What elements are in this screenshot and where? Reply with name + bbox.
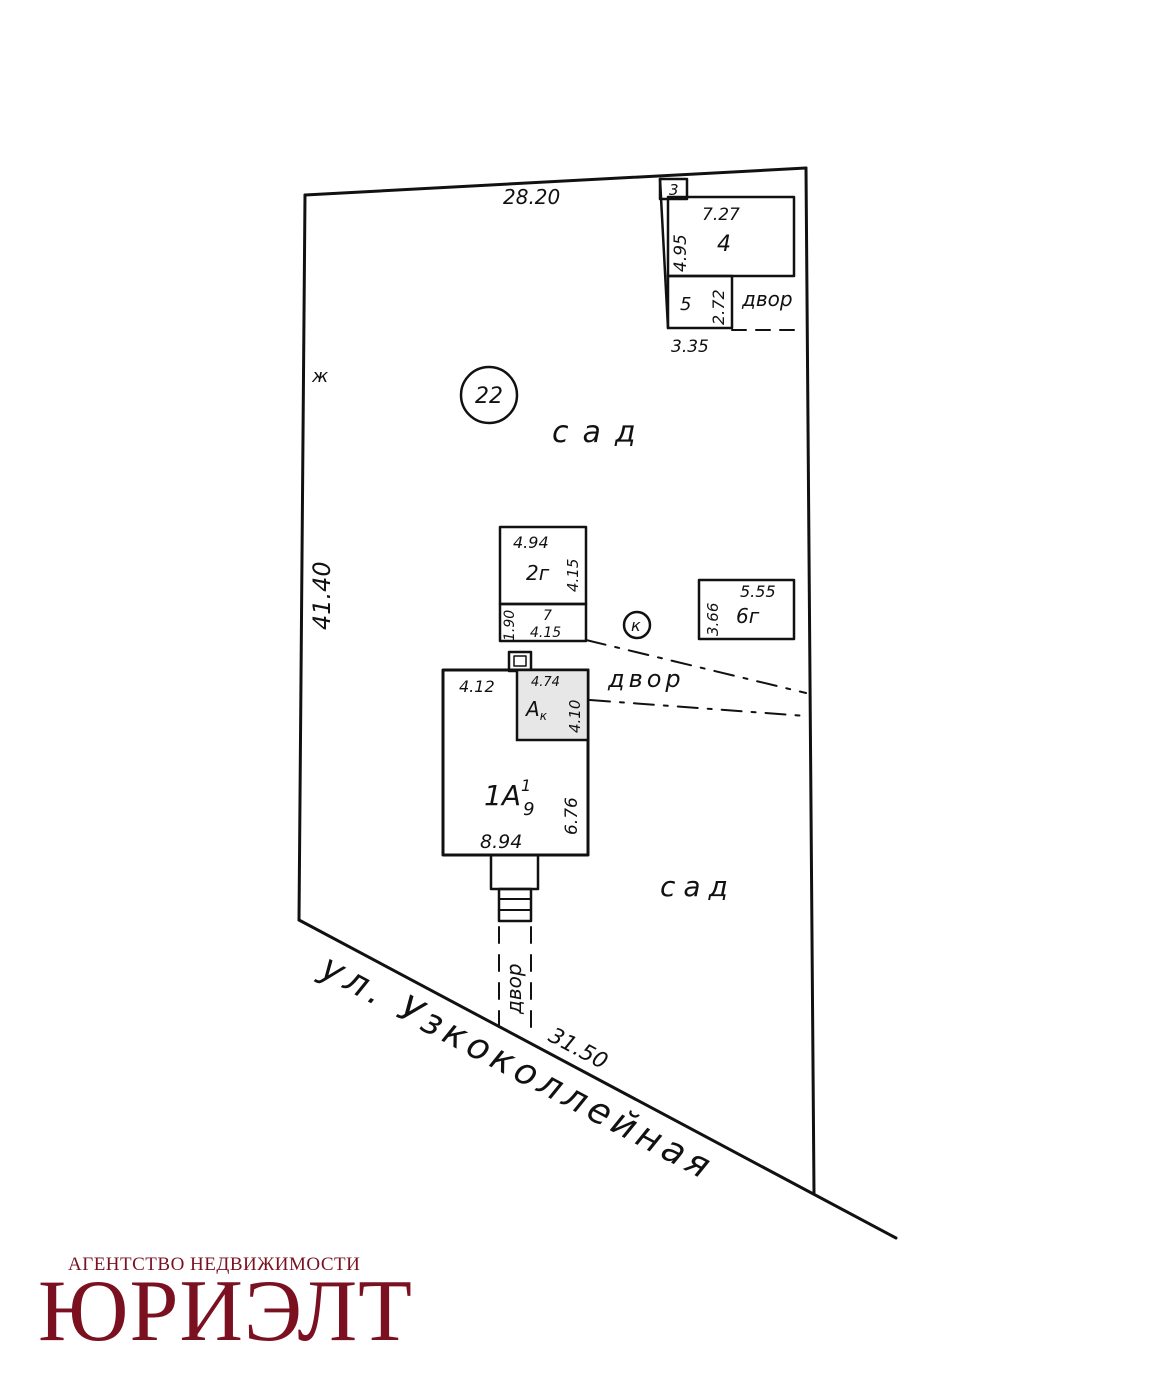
building-3-label: 3 — [669, 181, 679, 199]
lot-number: 22 — [475, 384, 503, 409]
lot-boundary — [297, 166, 816, 1195]
building-4-width: 7.27 — [702, 205, 740, 225]
building-7-height: 1.90 — [502, 610, 518, 641]
brand-logo: ЮРИЭЛТ — [38, 1263, 413, 1360]
entrance-steps — [489, 853, 540, 923]
driveway-dashes — [498, 926, 532, 1036]
building-6g — [697, 578, 796, 641]
building-7 — [498, 602, 588, 643]
house-bottom-width: 8.94 — [480, 831, 522, 853]
boundary-top-label: 28.20 — [503, 185, 560, 209]
building-5-height: 2.72 — [709, 289, 728, 325]
building-5-label: 5 — [680, 294, 691, 315]
house-top-width: 4.12 — [459, 677, 495, 696]
building-7-width: 4.15 — [530, 625, 561, 641]
building-6g-width: 5.55 — [740, 582, 776, 601]
yard-bottom-label: двор — [502, 963, 526, 1015]
building-6g-label: 6г — [736, 604, 760, 628]
house-height: 6.76 — [562, 797, 582, 835]
well-marker: к — [631, 616, 641, 635]
brand-tagline: АГЕНТСТВО НЕДВИЖИМОСТИ — [68, 1254, 361, 1275]
garden-top-label: сад — [552, 415, 650, 450]
building-2g-height: 4.15 — [564, 559, 582, 592]
outbuilding-block — [658, 177, 801, 331]
annex-label: Ак — [524, 697, 548, 723]
building-2g-width: 4.94 — [513, 533, 549, 552]
house-porch — [507, 650, 533, 673]
lot-number-circle — [459, 365, 519, 425]
boundary-left-label: 41.40 — [308, 561, 336, 630]
yard-dashes — [585, 639, 807, 717]
annex-height: 4.10 — [566, 700, 584, 733]
building-2g-label: 2г — [526, 561, 550, 585]
street-line — [297, 918, 898, 1240]
building-6g-height: 3.66 — [704, 603, 722, 636]
yard-top-label: двор — [741, 287, 793, 311]
left-marker: ж — [311, 366, 329, 387]
building-4-height: 4.95 — [671, 234, 691, 272]
building-7-label: 7 — [543, 608, 552, 624]
garden-bottom-label: сад — [660, 870, 736, 903]
annex-width: 4.74 — [531, 675, 560, 690]
well-marker-circle — [622, 610, 652, 640]
annex — [515, 668, 590, 742]
yard-middle-label: двор — [607, 665, 685, 693]
building-4-label: 4 — [717, 232, 731, 257]
building-5-width: 3.35 — [671, 337, 709, 357]
